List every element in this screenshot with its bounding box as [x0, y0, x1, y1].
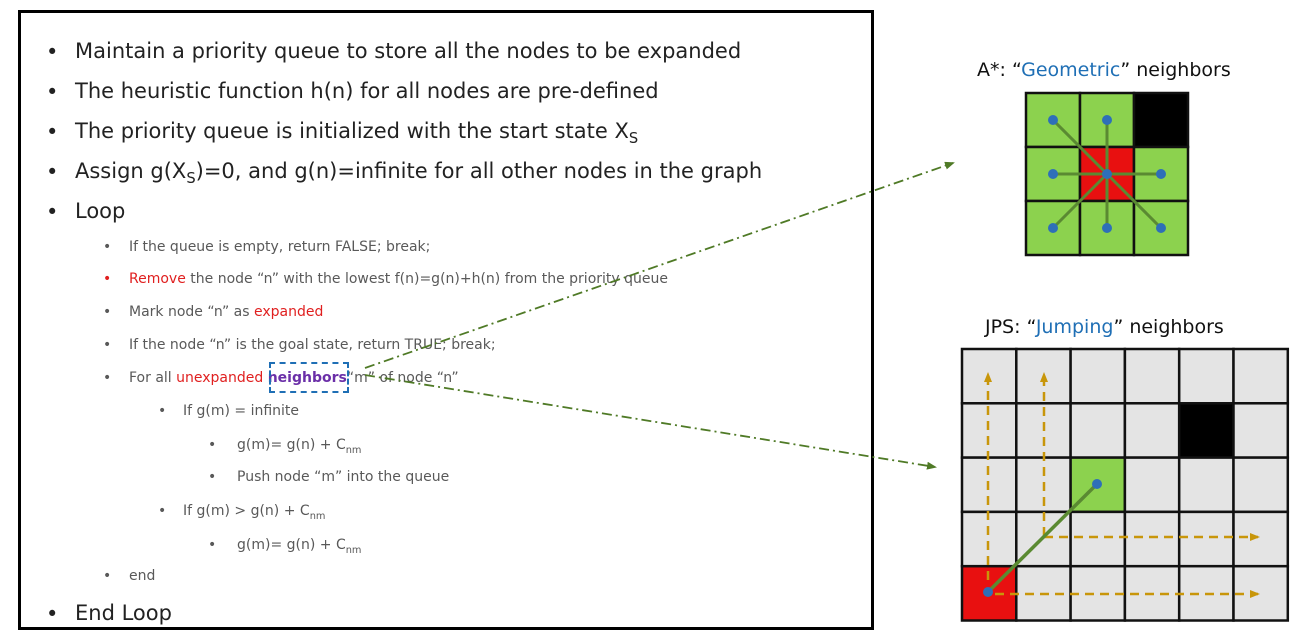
jps-cell	[1177, 347, 1235, 405]
jps-diagonal-edge	[986, 482, 1099, 594]
bullet: •	[46, 602, 59, 626]
bullet: •	[208, 437, 217, 453]
jps-cell	[1232, 347, 1290, 405]
astar-node	[1102, 223, 1112, 233]
astar-title: A*: “Geometric” neighbors	[977, 59, 1231, 81]
jps-cell	[1123, 347, 1181, 405]
update-g-m: g(m)= g(n) + Cnm	[237, 537, 362, 556]
bullet: •	[103, 239, 112, 255]
step-heuristic: The heuristic function h(n) for all node…	[75, 79, 659, 103]
step-init-queue: The priority queue is initialized with t…	[75, 119, 639, 148]
bullet: •	[208, 469, 217, 485]
jps-jump-node	[1092, 479, 1102, 489]
set-g-m: g(m)= g(n) + Cnm	[237, 437, 362, 456]
loop-end: end	[129, 568, 156, 584]
astar-edge	[1051, 172, 1109, 230]
astar-grid	[1024, 91, 1190, 257]
astar-center-node	[1102, 169, 1112, 179]
step-loop: Loop	[75, 199, 126, 223]
jps-cell	[1232, 456, 1290, 514]
if-g-infinite: If g(m) = infinite	[183, 403, 300, 419]
jps-cell	[1069, 510, 1127, 568]
jps-grid	[960, 347, 1290, 622]
link-to-astar-arrow	[364, 161, 955, 369]
bullet: •	[103, 337, 112, 353]
jps-cell	[1177, 456, 1235, 514]
astar-edge	[1105, 172, 1163, 230]
bullet: •	[46, 160, 59, 184]
algorithm-panel: • Maintain a priority queue to store all…	[18, 10, 874, 630]
push-node: Push node “m” into the queue	[237, 469, 450, 485]
jps-cell	[1232, 510, 1290, 568]
bullet: •	[103, 304, 112, 320]
astar-edge	[1051, 118, 1109, 176]
neighbors-highlight-box	[269, 362, 349, 393]
bullet: •	[103, 370, 112, 386]
step-end-loop: End Loop	[75, 601, 172, 625]
step-maintain-queue: Maintain a priority queue to store all t…	[75, 39, 742, 63]
step-assign-g: Assign g(XS)=0, and g(n)=infinite for al…	[75, 159, 763, 188]
loop-mark-expanded: Mark node “n” as expanded	[129, 304, 324, 320]
jps-cell	[1177, 402, 1235, 459]
jps-cell	[1069, 347, 1127, 405]
jps-cell	[1177, 510, 1235, 568]
jps-start-node	[983, 587, 993, 597]
loop-remove-node: Remove the node “n” with the lowest f(n)…	[129, 271, 668, 287]
if-g-greater: If g(m) > g(n) + Cnm	[183, 503, 326, 522]
jps-cell	[1123, 510, 1181, 568]
loop-goal-check: If the node “n” is the goal state, retur…	[129, 337, 496, 353]
astar-node	[1102, 115, 1112, 125]
bullet: •	[103, 568, 112, 584]
link-to-jps-arrow	[364, 374, 937, 470]
astar-node	[1156, 169, 1166, 179]
bullet: •	[208, 537, 217, 553]
astar-cell	[1132, 91, 1190, 149]
bullet: •	[158, 503, 167, 519]
jps-cell	[1123, 402, 1181, 459]
jps-cell	[1232, 402, 1290, 459]
loop-for-neighbors: For all unexpanded neighbors“m” of node …	[129, 370, 459, 386]
astar-node	[1048, 223, 1058, 233]
bullet: •	[46, 80, 59, 104]
neighbors-word: neighbors	[267, 370, 347, 386]
astar-node	[1048, 115, 1058, 125]
bullet: •	[158, 403, 167, 419]
link-arrows	[364, 161, 955, 470]
jps-title: JPS: “Jumping” neighbors	[985, 316, 1224, 338]
jps-cell	[1069, 402, 1127, 459]
jps-cell	[1123, 456, 1181, 514]
bullet: •	[46, 120, 59, 144]
bullet: •	[46, 40, 59, 64]
bullet: •	[103, 271, 112, 287]
bullet: •	[46, 200, 59, 224]
astar-node	[1048, 169, 1058, 179]
astar-node	[1156, 223, 1166, 233]
loop-empty-check: If the queue is empty, return FALSE; bre…	[129, 239, 431, 255]
